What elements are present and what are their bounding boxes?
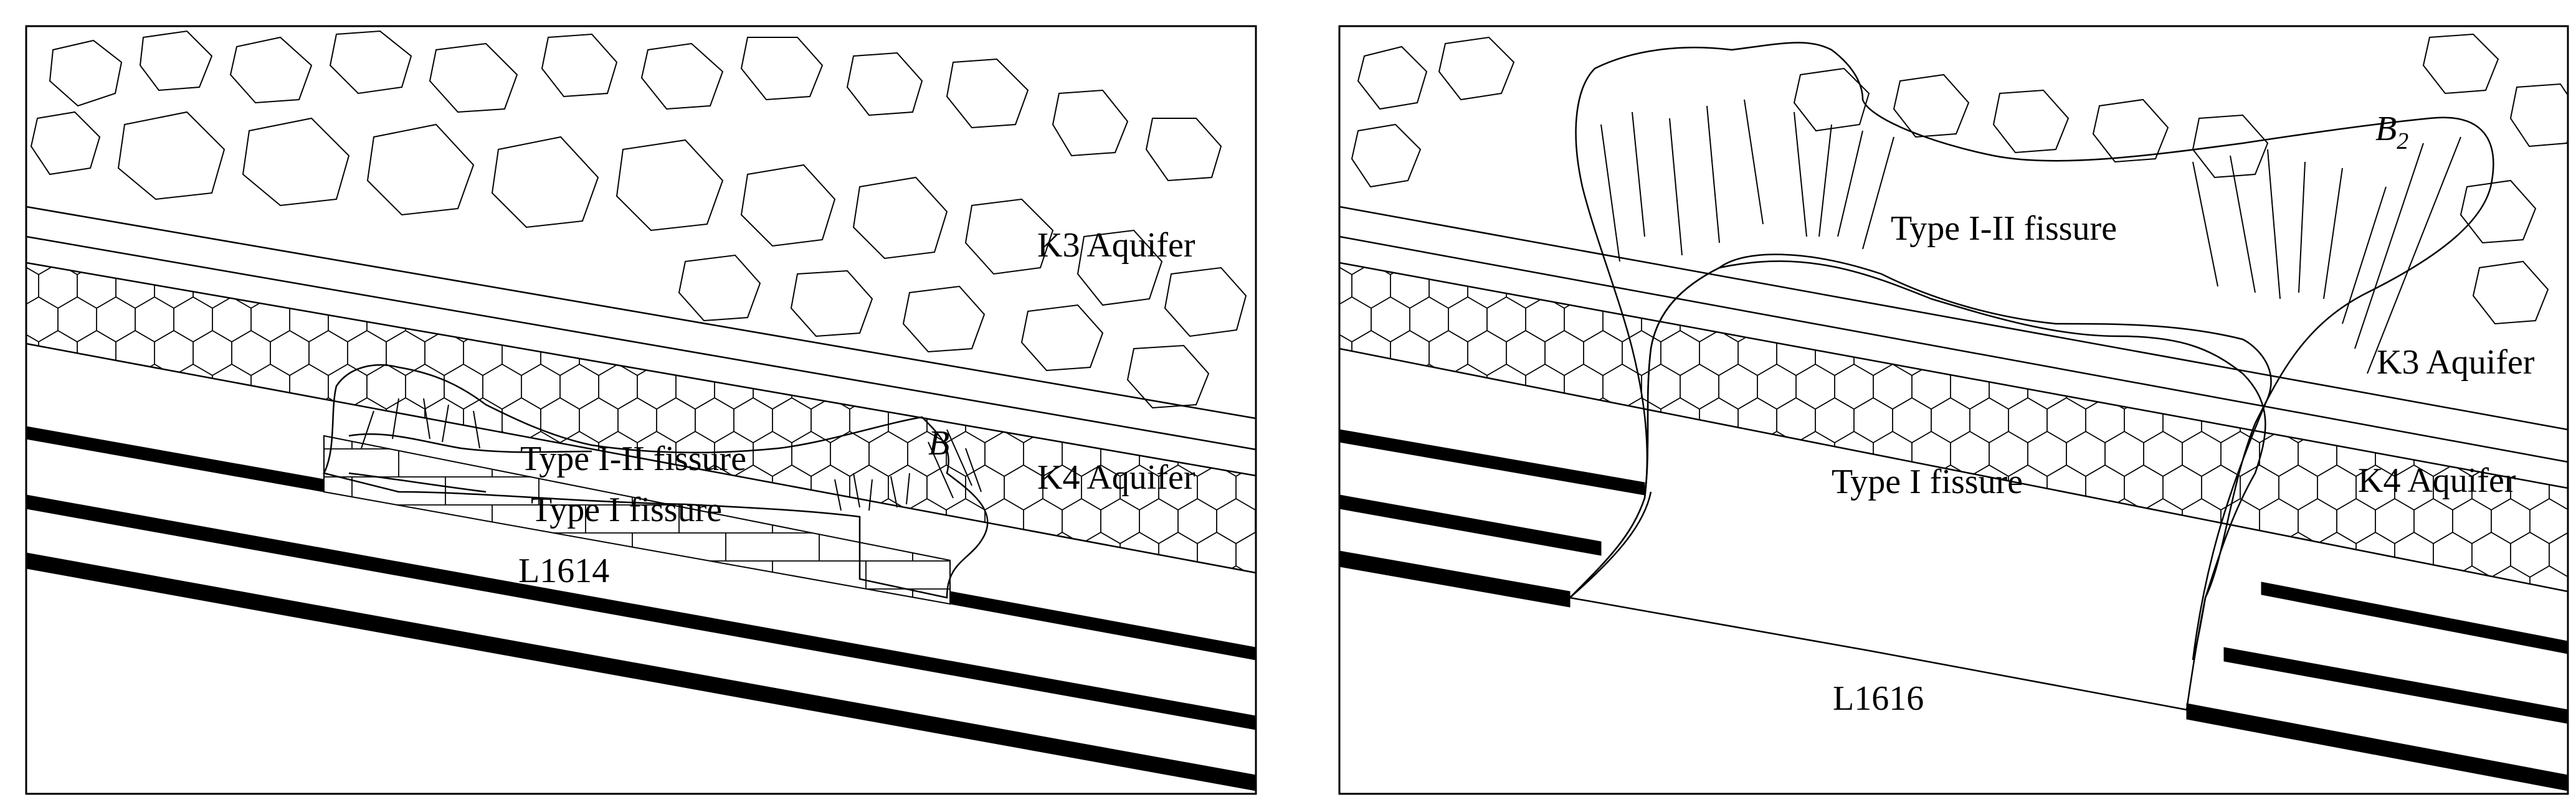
right-face-label: L1616 <box>1833 679 1924 718</box>
right-fissure-zone <box>1568 42 2494 711</box>
left-type-i-fissure-label: Type I fissure <box>531 491 722 529</box>
right-type-i-ii-fissure-label: Type I-II fissure <box>1891 209 2117 248</box>
right-k3-label: K3 Aquifer <box>2377 343 2535 382</box>
left-panel: K3 Aquifer K4 Aquifer Type I-II fissure … <box>25 25 1257 795</box>
right-zone-b2-label: B2 <box>2375 110 2408 154</box>
right-coal-seam-3a <box>1339 550 1571 608</box>
right-coal-seam-1b <box>2261 582 2568 654</box>
left-zone-b-label: B <box>928 424 949 463</box>
right-coal-seam-2b <box>2223 647 2568 724</box>
right-type-i-fissure-label: Type I fissure <box>1832 463 2023 501</box>
left-coal-seam-3 <box>26 552 1256 791</box>
left-k4-aquifer-layer <box>26 263 1256 573</box>
left-gravel-stones <box>30 30 1247 409</box>
left-k4-label: K4 Aquifer <box>1037 458 1195 497</box>
right-k4-label: K4 Aquifer <box>2358 461 2516 500</box>
right-panel: Type I-II fissure Type I fissure K3 Aqui… <box>1338 25 2569 795</box>
left-k3-aquifer-layer <box>26 30 1256 420</box>
left-coal-seam-2 <box>26 494 1256 730</box>
left-face-label: L1614 <box>518 552 609 590</box>
right-k4-aquifer-layer <box>1339 263 2568 591</box>
left-type-i-ii-fissure-label: Type I-II fissure <box>520 440 746 478</box>
left-fissure-zone <box>323 364 989 599</box>
right-coal-seam-3b <box>2186 703 2568 791</box>
right-zone-b-letter: B <box>2375 110 2397 148</box>
right-zone-b-subscript: 2 <box>2397 128 2408 154</box>
right-coal-seam-2a <box>1339 494 1602 556</box>
left-k3-label: K3 Aquifer <box>1037 226 1195 265</box>
